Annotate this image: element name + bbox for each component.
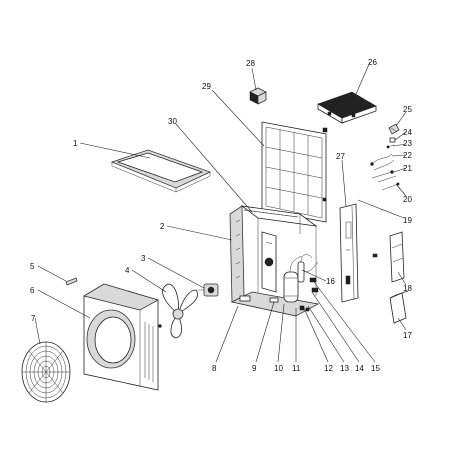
part-screw <box>386 144 395 149</box>
part-labels: 1 2 3 4 5 6 7 8 9 10 11 12 13 14 15 16 1… <box>30 58 412 373</box>
part-front-panel <box>82 283 162 391</box>
label-30: 30 <box>168 117 177 126</box>
part-fan-motor <box>198 283 219 297</box>
label-7: 7 <box>31 314 36 323</box>
leader-lines <box>34 61 407 363</box>
part-small-cover <box>389 290 409 324</box>
label-8: 8 <box>212 364 217 373</box>
label-21: 21 <box>403 164 412 173</box>
part-rear-grille <box>261 121 328 223</box>
label-29: 29 <box>202 82 211 91</box>
label-9: 9 <box>252 364 257 373</box>
label-12: 12 <box>324 364 333 373</box>
label-5: 5 <box>30 262 35 271</box>
label-6: 6 <box>30 286 35 295</box>
label-17: 17 <box>403 331 412 340</box>
part-chassis <box>229 205 320 317</box>
label-23: 23 <box>403 139 412 148</box>
label-22: 22 <box>403 151 412 160</box>
label-14: 14 <box>355 364 364 373</box>
label-26: 26 <box>368 58 377 67</box>
label-15: 15 <box>371 364 380 373</box>
part-grommet <box>65 277 78 286</box>
label-13: 13 <box>340 364 349 373</box>
label-2: 2 <box>160 222 165 231</box>
part-sensor-2 <box>381 182 400 191</box>
label-24: 24 <box>403 128 412 137</box>
part-side-panel <box>339 203 359 303</box>
label-19: 19 <box>403 216 412 225</box>
label-27: 27 <box>336 152 345 161</box>
part-side-cover <box>372 231 405 283</box>
label-25: 25 <box>403 105 412 114</box>
part-fan-blade <box>162 283 198 339</box>
part-sensor <box>371 170 397 183</box>
part-clamp <box>389 137 396 143</box>
part-top-cover <box>110 149 212 193</box>
label-16: 16 <box>326 277 335 286</box>
part-terminal-block <box>388 123 400 135</box>
part-fan-guard <box>21 341 71 403</box>
label-3: 3 <box>141 254 146 263</box>
label-1: 1 <box>73 139 78 148</box>
label-4: 4 <box>125 266 130 275</box>
label-28: 28 <box>246 59 255 68</box>
part-wire-harness <box>370 153 395 171</box>
part-small-block <box>249 87 267 105</box>
part-top-lid <box>317 91 377 124</box>
label-18: 18 <box>403 284 412 293</box>
label-11: 11 <box>292 364 301 373</box>
label-10: 10 <box>274 364 283 373</box>
label-20: 20 <box>403 195 412 204</box>
